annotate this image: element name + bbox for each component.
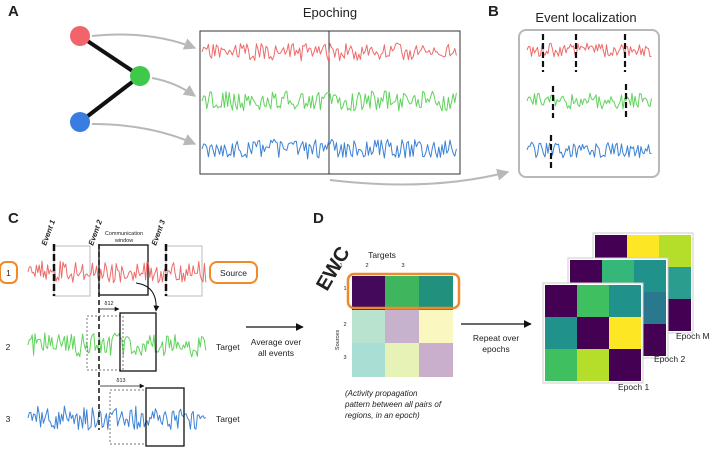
ewc-caption-1: (Activity propagation — [345, 389, 418, 398]
repeat-label-2: epochs — [482, 344, 509, 354]
localized-signals — [526, 34, 652, 168]
panel-label-a: A — [8, 3, 19, 20]
row-number-3: 3 — [6, 414, 11, 424]
target-signal-2 — [27, 332, 207, 358]
row-label-1: 1 — [343, 286, 346, 292]
lag-window-dotted-2 — [86, 315, 124, 371]
arrow-node-blue-to-signal — [91, 123, 197, 146]
row-label-2: 2 — [343, 322, 346, 328]
ewc-cell — [419, 343, 453, 377]
ewc-cell — [385, 310, 419, 344]
epoch-1-matrix-cell — [609, 285, 641, 317]
col-label-3: 3 — [401, 263, 404, 269]
epoching-title: Epoching — [303, 5, 357, 20]
ewc-matrix — [352, 276, 453, 377]
col-label-2: 2 — [365, 263, 368, 269]
epoch-1-matrix-cell — [577, 317, 609, 349]
lag-window-dotted-3 — [109, 389, 147, 445]
epoch-1-matrix-cell — [577, 285, 609, 317]
localized-signal-green — [526, 92, 652, 110]
epoch-1-matrix-cell — [545, 349, 577, 381]
event-localization-title: Event localization — [535, 10, 636, 25]
epoch-1-matrix-cell — [545, 317, 577, 349]
node-blue — [70, 112, 90, 132]
communication-window-label-1: Communication — [105, 231, 143, 237]
epoching-box — [199, 30, 461, 175]
signal-green — [201, 90, 457, 112]
ewc-cell — [385, 343, 419, 377]
source-label: Source — [220, 268, 247, 278]
epoch-1-matrix-cell — [545, 285, 577, 317]
average-label-1: Average over — [251, 337, 302, 347]
ewc-caption-3: regions, in an epoch) — [345, 411, 420, 420]
epoch-1-label: Epoch 1 — [618, 382, 649, 392]
propagation-arrow — [135, 282, 160, 312]
arrow-node-green-to-signal — [151, 77, 196, 97]
ewc-cell — [352, 276, 386, 310]
communication-window-label-2: window — [114, 238, 133, 244]
localized-signal-blue — [526, 141, 652, 159]
delta-12-label: δ12 — [104, 301, 113, 307]
ewc-cell — [419, 310, 453, 344]
panel-label-c: C — [8, 210, 19, 227]
node-green — [130, 66, 150, 86]
repeat-label-1: Repeat over — [473, 333, 519, 343]
targets-label: Targets — [368, 250, 396, 260]
panel-label-d: D — [313, 210, 324, 227]
epoch-1-matrix-cell — [609, 349, 641, 381]
col-label-1: 1 — [339, 263, 342, 269]
source-signal — [27, 260, 207, 284]
event-label-1: Event 1 — [39, 219, 57, 247]
node-red — [70, 26, 90, 46]
lag-window-2 — [119, 312, 157, 372]
average-label-2: all events — [258, 348, 294, 358]
ewc-cell — [352, 310, 386, 344]
localized-signal-red — [526, 42, 652, 58]
epoch-1-matrix-cell — [577, 349, 609, 381]
epoch-ellipsis: ... — [651, 341, 658, 351]
sources-label: Sources — [335, 330, 341, 350]
row-label-3: 3 — [343, 355, 346, 361]
epoch-m-label: Epoch M — [676, 331, 709, 341]
edge-red-green — [78, 34, 142, 78]
row-1-highlight — [0, 261, 18, 284]
epoch-2-label: Epoch 2 — [654, 354, 685, 364]
epoching-signals — [201, 42, 457, 160]
edge-blue-green — [78, 74, 142, 124]
epoch-matrix-stack — [542, 232, 694, 384]
ewc-cell — [385, 276, 419, 310]
arrow-epoching-to-localization — [329, 168, 510, 186]
signal-blue — [201, 138, 457, 160]
event-label-3: Event 3 — [149, 218, 167, 247]
ewc-cell — [352, 343, 386, 377]
delta-13-label: δ13 — [116, 378, 125, 384]
event-localization-box — [518, 29, 660, 178]
signal-red — [201, 42, 457, 62]
arrow-node-red-to-signal — [91, 33, 197, 50]
ewc-cell — [419, 276, 453, 310]
panel-c-signals — [27, 260, 207, 431]
target-signal-3 — [27, 405, 207, 431]
source-highlight — [209, 261, 258, 284]
target-label-2: Target — [216, 342, 240, 352]
row-number-2: 2 — [6, 342, 11, 352]
epoch-1-matrix-cell — [609, 317, 641, 349]
target-label-3: Target — [216, 414, 240, 424]
lag-window-3 — [145, 387, 185, 447]
panel-label-b: B — [488, 3, 499, 20]
ewc-caption-2: pattern between all pairs of — [344, 400, 442, 409]
event-label-2: Event 2 — [86, 218, 104, 247]
ewc-row-1-highlight — [346, 272, 461, 310]
row-number-1: 1 — [6, 268, 11, 278]
